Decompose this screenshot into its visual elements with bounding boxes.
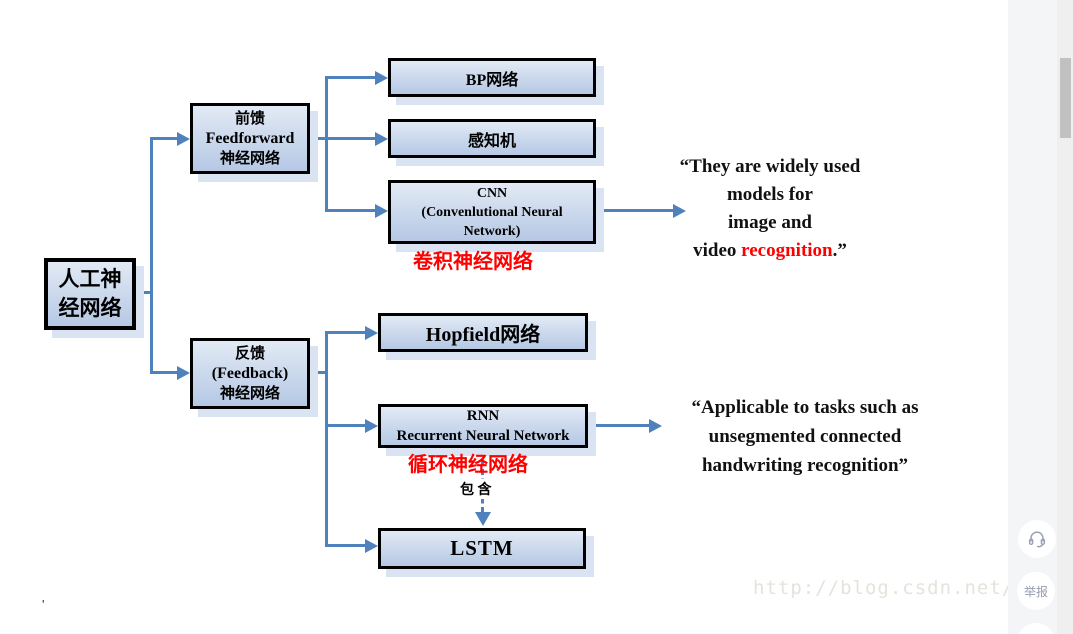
node-root-line1: 人工神: [58, 267, 122, 291]
connector-to-cnn: [325, 209, 375, 212]
node-feedback-line3: 神经网络: [219, 385, 280, 402]
quote-cnn-line4: video recognition.”: [693, 240, 847, 261]
connector-fb-vertical: [325, 331, 328, 547]
side-button-partial[interactable]: [1017, 623, 1055, 634]
quote-rnn-line1: “Applicable to tasks such as: [691, 397, 919, 418]
quote-cnn-line3: image and: [728, 212, 812, 233]
node-lstm-label: LSTM: [450, 536, 514, 560]
contains-label: 包 含: [458, 479, 494, 499]
connector-root-vertical: [150, 137, 153, 374]
node-feedforward-line2: Feedforward: [205, 129, 295, 147]
support-button[interactable]: [1018, 520, 1056, 558]
arrowhead-cnn: [375, 204, 388, 218]
node-cnn-line1: CNN: [476, 185, 508, 201]
node-rnn-line1: RNN: [466, 408, 500, 424]
quote-cnn-line1: “They are widely used: [679, 156, 861, 177]
arrowhead-bp: [375, 71, 388, 85]
annotation-cnn-chinese: 卷积神经网络: [413, 251, 533, 273]
arrowhead-contains: [475, 512, 491, 526]
arrowhead-perceptron: [375, 132, 388, 146]
node-feedforward-line1: 前馈: [234, 110, 265, 127]
arrowhead-rnn: [365, 419, 378, 433]
connector-fb-stub: [310, 371, 327, 374]
connector-to-bp: [325, 76, 375, 79]
node-bp-label: BP网络: [465, 71, 519, 89]
connector-cnn-to-quote: [599, 209, 673, 212]
quote-cnn: “They are widely used models for image a…: [648, 153, 892, 265]
arrowhead-cnn-quote: [673, 204, 686, 218]
node-cnn-line3: Network): [463, 223, 521, 239]
report-button-label: 举报: [1023, 584, 1048, 599]
quote-rnn-line2: unsegmented connected: [708, 426, 902, 447]
node-hopfield: Hopfield网络: [378, 313, 588, 352]
node-bp: BP网络: [388, 58, 596, 97]
connector-to-lstm: [325, 544, 365, 547]
node-feedforward-line3: 神经网络: [219, 150, 280, 167]
arrowhead-hopfield: [365, 326, 378, 340]
node-lstm: LSTM: [378, 528, 586, 569]
scrollbar-track[interactable]: [1057, 0, 1073, 634]
connector-to-hopfield: [325, 331, 365, 334]
scrollbar-thumb[interactable]: [1060, 58, 1071, 138]
connector-to-feedback: [150, 371, 177, 374]
node-rnn-line2: Recurrent Neural Network: [396, 428, 570, 444]
connector-ff-stub: [310, 137, 327, 140]
arrowhead-feedback: [177, 366, 190, 380]
quote-rnn: “Applicable to tasks such as unsegmented…: [645, 393, 965, 480]
quote-cnn-line2: models for: [726, 184, 813, 205]
annotation-rnn-chinese: 循环神经网络: [408, 454, 528, 476]
connector-ff-vertical: [325, 76, 328, 212]
connector-root-stub: [136, 291, 152, 294]
headset-icon: [1026, 528, 1048, 550]
arrowhead-lstm: [365, 539, 378, 553]
connector-to-perceptron: [325, 137, 375, 140]
connector-rnn-to-quote: [591, 424, 649, 427]
quote-rnn-line3: handwriting recognition”: [701, 455, 909, 476]
node-perceptron-label: 感知机: [467, 132, 516, 150]
node-feedback-line1: 反馈: [234, 345, 265, 362]
node-rnn: RNN Recurrent Neural Network: [378, 404, 588, 448]
node-feedforward: 前馈 Feedforward 神经网络: [190, 103, 310, 174]
node-root: 人工神 经网络: [44, 258, 136, 330]
node-cnn-line2: (Convenlutional Neural: [421, 204, 563, 220]
node-hopfield-label: Hopfield网络: [425, 324, 541, 346]
quote-cnn-highlight: recognition: [741, 240, 833, 261]
watermark: http://blog.csdn.net/: [753, 577, 1015, 599]
node-root-line2: 经网络: [58, 296, 122, 320]
connector-to-rnn: [325, 424, 365, 427]
page-mark: ': [42, 597, 45, 612]
node-feedback: 反馈 (Feedback) 神经网络: [190, 338, 310, 409]
arrowhead-rnn-quote: [649, 419, 662, 433]
node-feedback-line2: (Feedback): [211, 364, 289, 382]
arrowhead-feedforward: [177, 132, 190, 146]
node-perceptron: 感知机: [388, 119, 596, 158]
connector-to-feedforward: [150, 137, 177, 140]
report-button[interactable]: 举报: [1017, 572, 1055, 610]
node-cnn: CNN (Convenlutional Neural Network): [388, 180, 596, 244]
